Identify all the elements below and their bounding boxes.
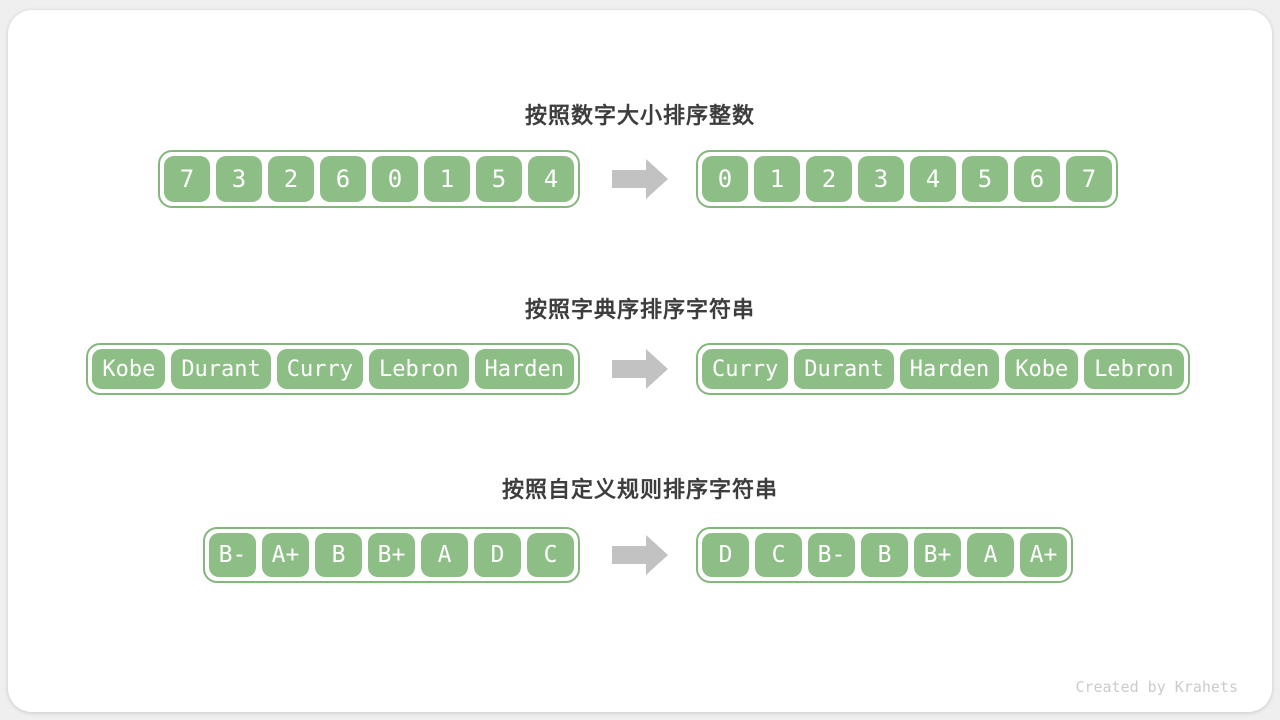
- array-cell: Lebron: [369, 349, 469, 389]
- arrow-col: [580, 159, 696, 199]
- array-cell: 7: [1066, 156, 1112, 202]
- array-cell: Harden: [899, 349, 1000, 389]
- array-cell: 2: [806, 156, 852, 202]
- arrow-right-icon: [612, 159, 668, 199]
- array-cell: Durant: [794, 349, 894, 389]
- array-cell: C: [755, 533, 802, 577]
- array-cell: A: [421, 533, 468, 577]
- array-cell: 0: [702, 156, 748, 202]
- array-cell: A+: [1020, 533, 1067, 577]
- array-cell: D: [474, 533, 521, 577]
- array-cell: Curry: [276, 349, 364, 389]
- array-cell: Curry: [702, 349, 789, 389]
- array-cell: Lebron: [1084, 349, 1184, 389]
- array-cell: B-: [209, 533, 256, 577]
- array-cell: 5: [476, 156, 522, 202]
- section-title-lexicographic: 按照字典序排序字符串: [524, 297, 755, 322]
- arrow-col: [580, 349, 696, 389]
- array-cell: B+: [368, 533, 415, 577]
- array-cell: 6: [320, 156, 366, 202]
- array-cell: Kobe: [92, 349, 166, 389]
- array-cell: 4: [528, 156, 574, 202]
- watermark-credit: Created by Krahets: [1075, 678, 1238, 696]
- arrow-right-icon: [612, 535, 668, 575]
- array-cell: B: [861, 533, 908, 577]
- array-cell: C: [527, 533, 574, 577]
- array-cell: B: [315, 533, 362, 577]
- array-cell: 2: [268, 156, 314, 202]
- array-cell: 3: [216, 156, 262, 202]
- array-cell: Kobe: [1005, 349, 1079, 389]
- arrow-col: [580, 535, 696, 575]
- array-cell: 4: [910, 156, 956, 202]
- array-cell: A: [967, 533, 1014, 577]
- array-cell: 5: [962, 156, 1008, 202]
- array-cell: 7: [164, 156, 210, 202]
- array-cell: 3: [858, 156, 904, 202]
- array-cell: D: [702, 533, 749, 577]
- array-cell: Harden: [474, 349, 574, 389]
- array-cell: 0: [372, 156, 418, 202]
- section-title-integers: 按照数字大小排序整数: [524, 103, 755, 128]
- array-cell: Durant: [171, 349, 271, 389]
- array-cell: 1: [754, 156, 800, 202]
- array-cell: 6: [1014, 156, 1060, 202]
- array-cell: B+: [914, 533, 961, 577]
- arrow-right-icon: [612, 349, 668, 389]
- array-cell: 1: [424, 156, 470, 202]
- section-title-custom-rules: 按照自定义规则排序字符串: [501, 477, 778, 502]
- array-cell: B-: [808, 533, 855, 577]
- array-cell: A+: [262, 533, 309, 577]
